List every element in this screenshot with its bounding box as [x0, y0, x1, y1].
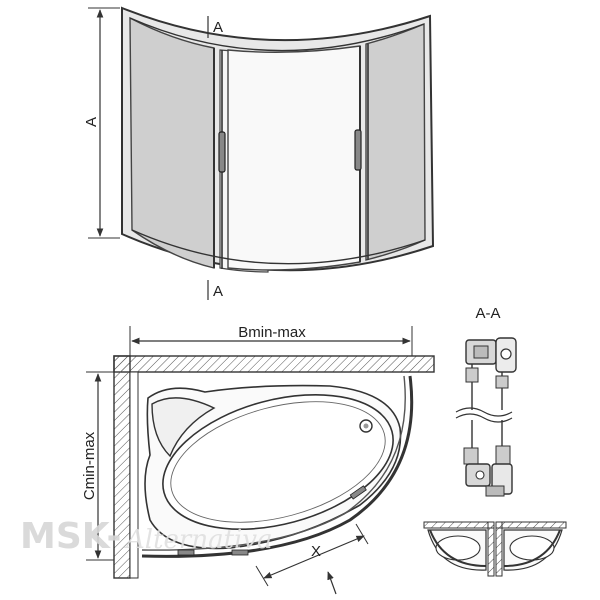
- width-dimension-label: Bmin-max: [238, 324, 306, 341]
- left-door-handle: [218, 131, 226, 173]
- bathtub-headrest: [151, 397, 216, 458]
- watermark: MSK- Alternativa: [20, 516, 273, 557]
- entry-arrow: [327, 571, 337, 595]
- watermark-script: Alternativa: [124, 525, 273, 555]
- left-hand-variant-thumbnail: [423, 521, 495, 577]
- right-hand-variant-thumbnail: [495, 521, 567, 577]
- plan-view: Bmin-max Cmin-max X: [81, 324, 435, 595]
- front-view: A A A: [83, 6, 435, 300]
- bathtub-basin: [162, 393, 394, 531]
- section-detail: A-A: [423, 305, 567, 577]
- door-opening-dimension-line: [263, 535, 365, 579]
- depth-dimension-label: Cmin-max: [81, 431, 98, 500]
- curved-enclosure-plan: [141, 375, 414, 558]
- door-opening-label: X: [311, 543, 321, 560]
- section-title: A-A: [475, 305, 500, 322]
- back-wall: [113, 355, 435, 373]
- right-side-glass-panel: [365, 22, 426, 261]
- left-side-glass-panel: [129, 16, 215, 269]
- right-door-handle: [354, 129, 362, 171]
- watermark-brand: MSK-: [20, 516, 121, 557]
- section-mark-bottom: A: [213, 283, 223, 300]
- central-door-glass: [227, 45, 361, 271]
- section-mark-top: A: [213, 19, 223, 36]
- height-dimension-label: A: [83, 117, 100, 127]
